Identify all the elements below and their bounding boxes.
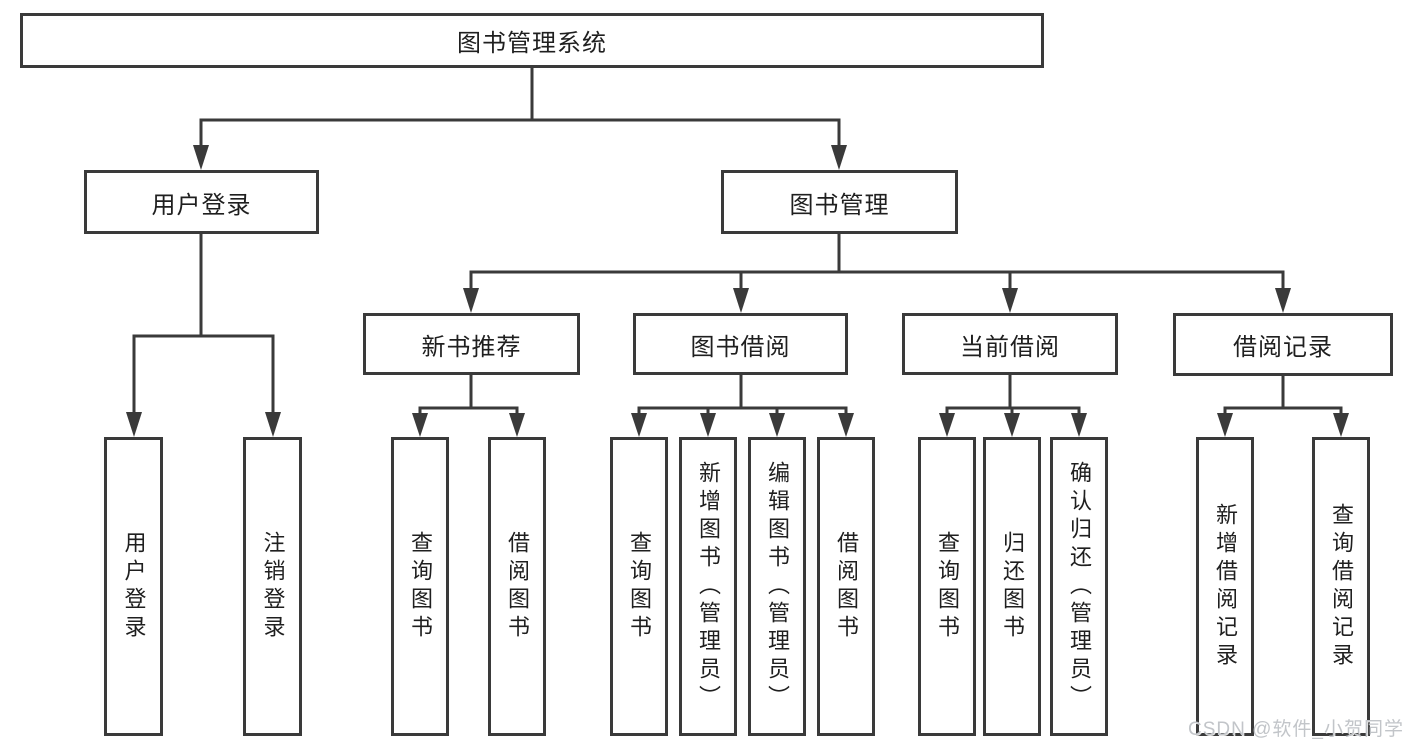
leaf-return-books: 归还图书 [983,437,1041,736]
node-current-borrow: 当前借阅 [902,313,1118,375]
connector-borrow-children [637,406,848,414]
leaf-user-login: 用户登录 [104,437,163,736]
leaf-logout: 注销登录 [243,437,302,736]
connector-level3 [469,270,1285,289]
leaf-edit-books-admin: 编辑图书（管理员） [748,437,806,736]
leaf-query-borrow-record: 查询借阅记录 [1312,437,1370,736]
node-borrow-records: 借阅记录 [1173,313,1393,376]
leaf-query-books-borrow: 查询图书 [610,437,668,736]
leaf-confirm-return-admin: 确认归还（管理员） [1050,437,1108,736]
leaf-add-books-admin: 新增图书（管理员） [679,437,737,736]
leaf-add-borrow-record: 新增借阅记录 [1196,437,1254,736]
node-user-login: 用户登录 [84,170,319,234]
leaf-query-books-current: 查询图书 [918,437,976,736]
node-book-borrow: 图书借阅 [633,313,848,375]
connector-records-children [1223,406,1343,414]
node-new-book-recommend: 新书推荐 [363,313,580,375]
node-root: 图书管理系统 [20,13,1044,68]
leaf-borrow-books: 借阅图书 [817,437,875,736]
connector-user-login-children [132,334,275,414]
node-book-management: 图书管理 [721,170,958,234]
arrowheads [126,145,1349,437]
leaf-query-books-recommend: 查询图书 [391,437,449,736]
connector-recommend-children [418,406,519,414]
watermark-text: CSDN @软件_小贺同学 [1188,719,1404,740]
leaf-borrow-books-recommend: 借阅图书 [488,437,546,736]
connector-level2 [199,118,841,147]
